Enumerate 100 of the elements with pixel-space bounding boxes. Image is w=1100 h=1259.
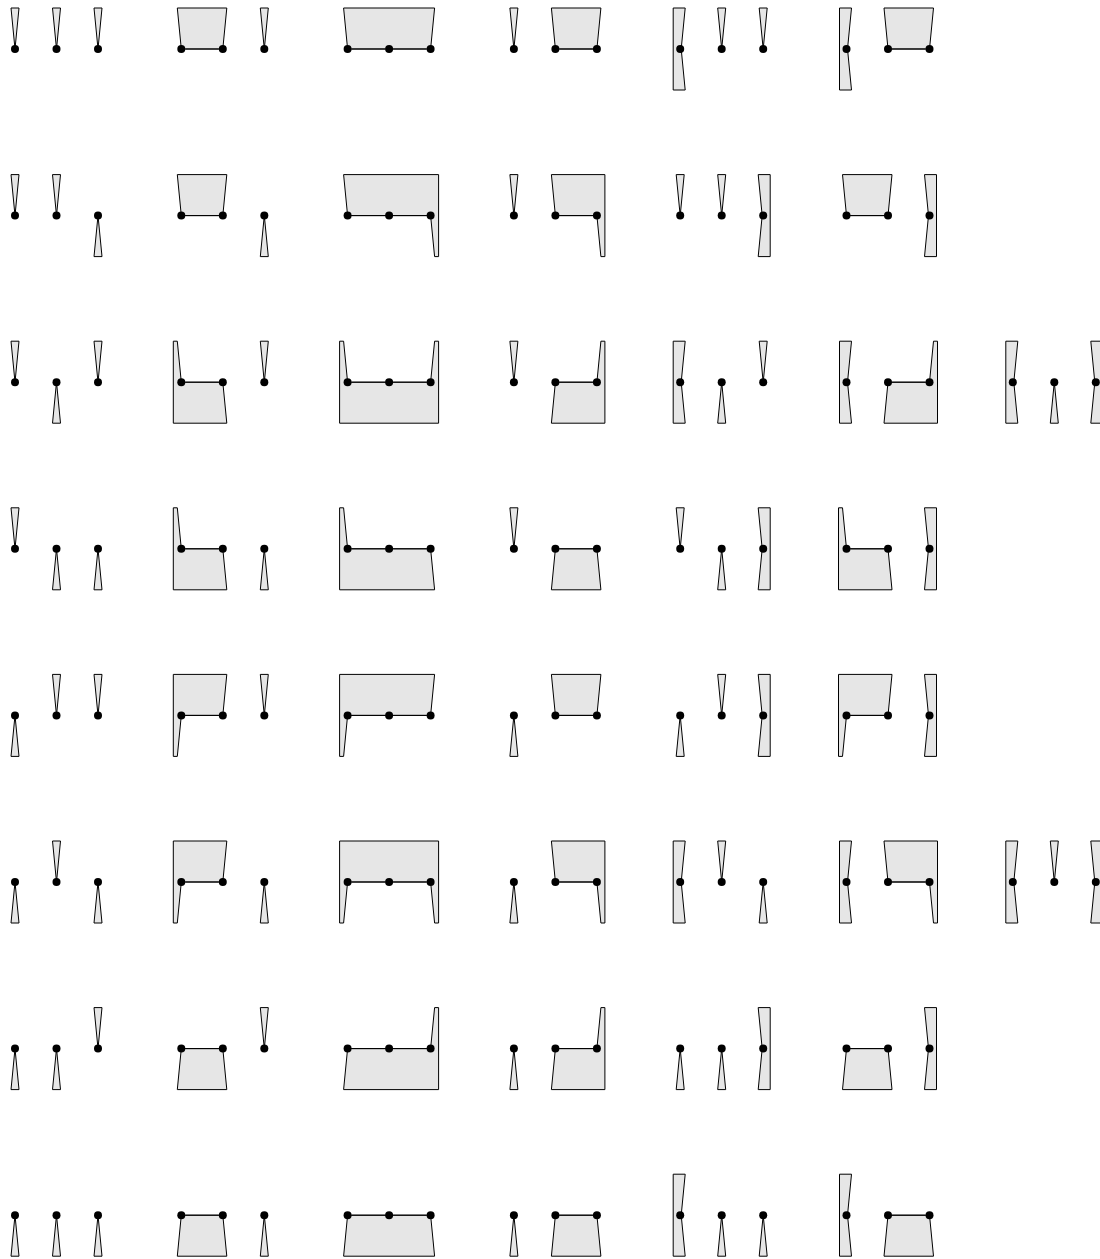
vertex-dot xyxy=(52,1211,61,1220)
vertex-dot xyxy=(717,378,726,387)
vertex-dot xyxy=(11,1211,19,1220)
vertex-dot xyxy=(260,378,269,387)
vertex-dot xyxy=(1091,878,1100,886)
vertex-dot xyxy=(218,1044,227,1053)
vertex-dot xyxy=(676,45,685,53)
vertex-dot xyxy=(218,378,227,387)
vertex-dot xyxy=(260,1044,269,1053)
vertex-dot xyxy=(925,45,934,53)
vertex-dot xyxy=(676,211,685,220)
vertex-dot xyxy=(551,711,560,720)
vertex-dot xyxy=(426,711,435,720)
vertex-dot xyxy=(759,544,768,553)
edge-line xyxy=(850,215,885,217)
vertex-dot xyxy=(842,378,851,387)
vertex-dot xyxy=(884,1044,892,1053)
vertex-dot xyxy=(94,544,102,553)
edge-line xyxy=(558,381,594,383)
vertex-dot xyxy=(260,544,269,553)
edge-line xyxy=(850,714,885,716)
edge-line xyxy=(558,881,594,883)
vertex-dot xyxy=(11,711,19,720)
vertex-dot xyxy=(759,211,768,220)
vertex-dot xyxy=(385,711,394,720)
vertex-dot xyxy=(218,544,227,553)
vertex-dot xyxy=(925,711,934,720)
vertex-dot xyxy=(509,211,518,220)
vertex-dot xyxy=(260,1211,269,1220)
edge-line xyxy=(392,548,428,550)
edge-line xyxy=(351,881,386,883)
vertex-dot xyxy=(177,878,186,886)
vertex-dot xyxy=(551,211,560,220)
vertex-dot xyxy=(11,211,19,220)
vertex-dot xyxy=(52,45,61,53)
edge-line xyxy=(184,48,220,50)
vertex-dot xyxy=(11,45,19,53)
edge-line xyxy=(351,548,386,550)
vertex-dot xyxy=(759,378,768,387)
edge-line xyxy=(184,215,220,217)
vertex-dot xyxy=(260,878,269,886)
vertex-dot xyxy=(94,378,102,387)
vertex-dot xyxy=(343,211,352,220)
vertex-dot xyxy=(177,1211,186,1220)
vertex-dot xyxy=(426,1044,435,1053)
vertex-dot xyxy=(592,711,601,720)
vertex-dot xyxy=(218,211,227,220)
edge-line xyxy=(184,381,220,383)
vertex-dot xyxy=(1050,878,1059,886)
vertex-dot xyxy=(925,544,934,553)
edge-line xyxy=(558,714,594,716)
vertex-dot xyxy=(884,544,892,553)
vertex-dot xyxy=(717,1211,726,1220)
edge-line xyxy=(558,1048,594,1050)
vertex-dot xyxy=(94,711,102,720)
edge-line xyxy=(850,548,885,550)
vertex-dot xyxy=(592,1044,601,1053)
vertex-dot xyxy=(676,878,685,886)
vertex-dot xyxy=(717,1044,726,1053)
edge-line xyxy=(351,1214,386,1216)
vertex-dot xyxy=(11,1044,19,1053)
vertex-dot xyxy=(884,1211,892,1220)
vertex-dot xyxy=(218,878,227,886)
vertex-dot xyxy=(925,878,934,886)
vertex-dot xyxy=(676,1211,685,1220)
edge-line xyxy=(392,1048,428,1050)
vertex-dot xyxy=(509,544,518,553)
vertex-dot xyxy=(52,544,61,553)
vertex-dot xyxy=(177,211,186,220)
vertex-dot xyxy=(426,378,435,387)
vertex-dot xyxy=(842,211,851,220)
edge-line xyxy=(184,548,220,550)
vertex-dot xyxy=(509,45,518,53)
vertex-dot xyxy=(218,45,227,53)
vertex-dot xyxy=(509,378,518,387)
vertex-dot xyxy=(177,45,186,53)
vertex-dot xyxy=(94,1044,102,1053)
vertex-dot xyxy=(426,878,435,886)
edge-line xyxy=(891,48,926,50)
vertex-dot xyxy=(551,1044,560,1053)
edge-line xyxy=(850,1048,885,1050)
vertex-dot xyxy=(509,1044,518,1053)
vertex-dot xyxy=(94,1211,102,1220)
vertex-dot xyxy=(260,211,269,220)
vertex-dot xyxy=(343,878,352,886)
vertex-dot xyxy=(343,378,352,387)
vertex-dot xyxy=(343,45,352,53)
vertex-dot xyxy=(343,544,352,553)
vertex-dot xyxy=(385,1211,394,1220)
edge-line xyxy=(392,215,428,217)
edge-line xyxy=(184,1048,220,1050)
vertex-dot xyxy=(260,45,269,53)
edge-line xyxy=(184,1214,220,1216)
vertex-dot xyxy=(509,878,518,886)
vertex-dot xyxy=(1008,878,1017,886)
vertex-dot xyxy=(426,544,435,553)
vertex-dot xyxy=(52,878,61,886)
vertex-dot xyxy=(884,378,892,387)
vertex-dot xyxy=(551,45,560,53)
vertex-dot xyxy=(759,45,768,53)
